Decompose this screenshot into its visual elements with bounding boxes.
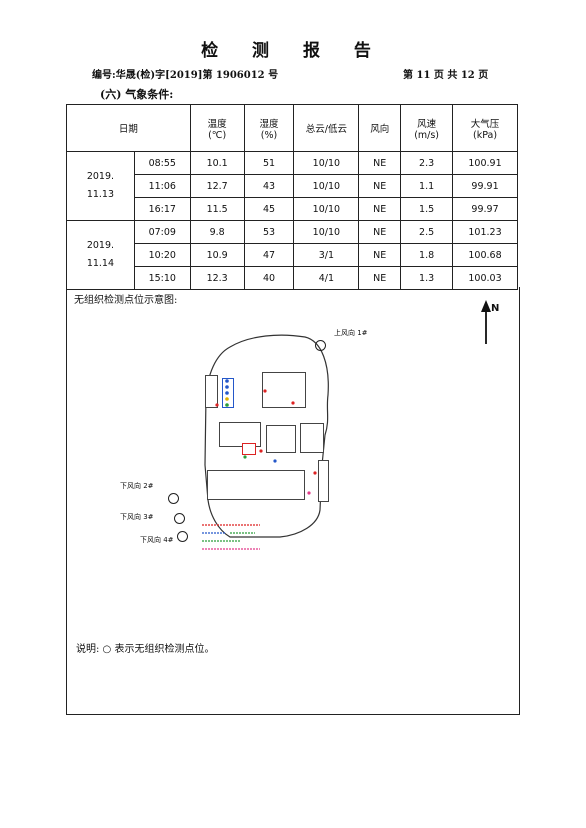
page-title: 检 测 报 告 xyxy=(201,41,385,61)
wind-speed-cell: 2.3 xyxy=(400,151,454,175)
cloud-cell: 10/10 xyxy=(293,151,360,175)
sampling-point-1 xyxy=(315,340,326,351)
wind-speed-cell: 1.5 xyxy=(400,197,454,221)
header-date: 日期 xyxy=(66,104,191,152)
humidity-cell: 45 xyxy=(243,197,295,221)
header-pressure: 大气压 (kPa) xyxy=(452,104,518,152)
building-workshop-a xyxy=(219,422,261,447)
pressure-cell: 99.91 xyxy=(452,174,518,198)
page-info: 第 11 页 共 12 页 xyxy=(403,70,489,81)
building-office xyxy=(262,372,306,408)
wind-speed-cell: 2.5 xyxy=(400,220,454,244)
temp-cell: 10.1 xyxy=(189,151,245,175)
humidity-cell: 47 xyxy=(243,243,295,267)
humidity-cell: 51 xyxy=(243,151,295,175)
time-cell: 07:09 xyxy=(133,220,191,244)
point-label: 下风向 3# xyxy=(120,513,154,521)
temp-cell: 11.5 xyxy=(189,197,245,221)
date-cell: 2019. 11.13 xyxy=(66,151,135,221)
header-wind-dir: 风向 xyxy=(358,104,402,152)
table-row: 2019. 11.13 08:55 10.1 51 10/10 NE 2.3 1… xyxy=(66,151,518,221)
temp-cell: 9.8 xyxy=(189,220,245,244)
pressure-cell: 99.97 xyxy=(452,197,518,221)
map-title: 无组织检测点位示意图: xyxy=(74,295,178,306)
wind-speed-cell: 1.1 xyxy=(400,174,454,198)
header-cloud: 总云/低云 xyxy=(293,104,360,152)
map-frame xyxy=(66,287,520,715)
time-cell: 11:06 xyxy=(133,174,191,198)
table-header-row: 日期 温度 (℃) 湿度 (%) 总云/低云 风向 风速 (m/s) 大气压 (… xyxy=(66,104,518,152)
building-main xyxy=(207,470,305,500)
time-cell: 10:20 xyxy=(133,243,191,267)
temp-cell: 12.3 xyxy=(189,266,245,290)
wind-dir-cell: NE xyxy=(358,151,402,175)
pressure-cell: 100.68 xyxy=(452,243,518,267)
sampling-point-2 xyxy=(168,493,179,504)
map-note: 说明: ○ 表示无组织检测点位。 xyxy=(76,644,215,655)
sampling-point-3 xyxy=(174,513,185,524)
cloud-cell: 10/10 xyxy=(293,220,360,244)
humidity-cell: 43 xyxy=(243,174,295,198)
wind-dir-cell: NE xyxy=(358,266,402,290)
time-cell: 16:17 xyxy=(133,197,191,221)
section-title: (六) 气象条件: xyxy=(100,88,174,101)
cloud-cell: 10/10 xyxy=(293,197,360,221)
wind-dir-cell: NE xyxy=(358,220,402,244)
wind-dir-cell: NE xyxy=(358,174,402,198)
sampling-point-4 xyxy=(177,531,188,542)
cloud-cell: 3/1 xyxy=(293,243,360,267)
wind-dir-cell: NE xyxy=(358,243,402,267)
humidity-cell: 53 xyxy=(243,220,295,244)
header-humidity: 湿度 (%) xyxy=(243,104,295,152)
temp-cell: 10.9 xyxy=(189,243,245,267)
table-row: 15:10 12.3 40 4/1 NE 1.3 100.03 xyxy=(67,266,518,290)
wind-speed-cell: 1.3 xyxy=(400,266,454,290)
map-legend xyxy=(202,524,260,550)
header-temp: 温度 (℃) xyxy=(189,104,245,152)
north-arrow-icon xyxy=(481,300,491,344)
building-storage xyxy=(300,423,324,453)
table-row: 16:17 11.5 45 10/10 NE 1.5 99.97 xyxy=(67,197,518,221)
source-markers xyxy=(215,379,317,495)
table-row: 2019. 11.14 07:09 9.8 53 10/10 NE 2.5 10… xyxy=(66,220,518,290)
time-cell: 15:10 xyxy=(133,266,191,290)
building-workshop-b xyxy=(266,425,296,453)
report-number: 编号:华晟(检)字[2019]第 1906012 号 xyxy=(92,70,279,81)
point-label: 下风向 2# xyxy=(120,482,154,490)
pressure-cell: 100.91 xyxy=(452,151,518,175)
point-label: 上风向 1# xyxy=(334,329,368,337)
building-small xyxy=(242,443,256,455)
date-cell: 2019. 11.14 xyxy=(66,220,135,290)
wind-dir-cell: NE xyxy=(358,197,402,221)
humidity-cell: 40 xyxy=(243,266,295,290)
temp-cell: 12.7 xyxy=(189,174,245,198)
building-gate xyxy=(318,460,329,502)
table-row: 11:06 12.7 43 10/10 NE 1.1 99.91 xyxy=(67,174,518,198)
wind-speed-cell: 1.8 xyxy=(400,243,454,267)
pressure-cell: 101.23 xyxy=(452,220,518,244)
table-row: 10:20 10.9 47 3/1 NE 1.8 100.68 xyxy=(67,243,518,267)
weather-table: 日期 温度 (℃) 湿度 (%) 总云/低云 风向 风速 (m/s) 大气压 (… xyxy=(66,104,518,290)
header-wind-speed: 风速 (m/s) xyxy=(400,104,454,152)
cloud-cell: 10/10 xyxy=(293,174,360,198)
cloud-cell: 4/1 xyxy=(293,266,360,290)
time-cell: 08:55 xyxy=(133,151,191,175)
pressure-cell: 100.03 xyxy=(452,266,518,290)
building-left xyxy=(205,375,218,408)
north-label: N xyxy=(491,303,500,314)
point-label: 下风向 4# xyxy=(140,536,174,544)
